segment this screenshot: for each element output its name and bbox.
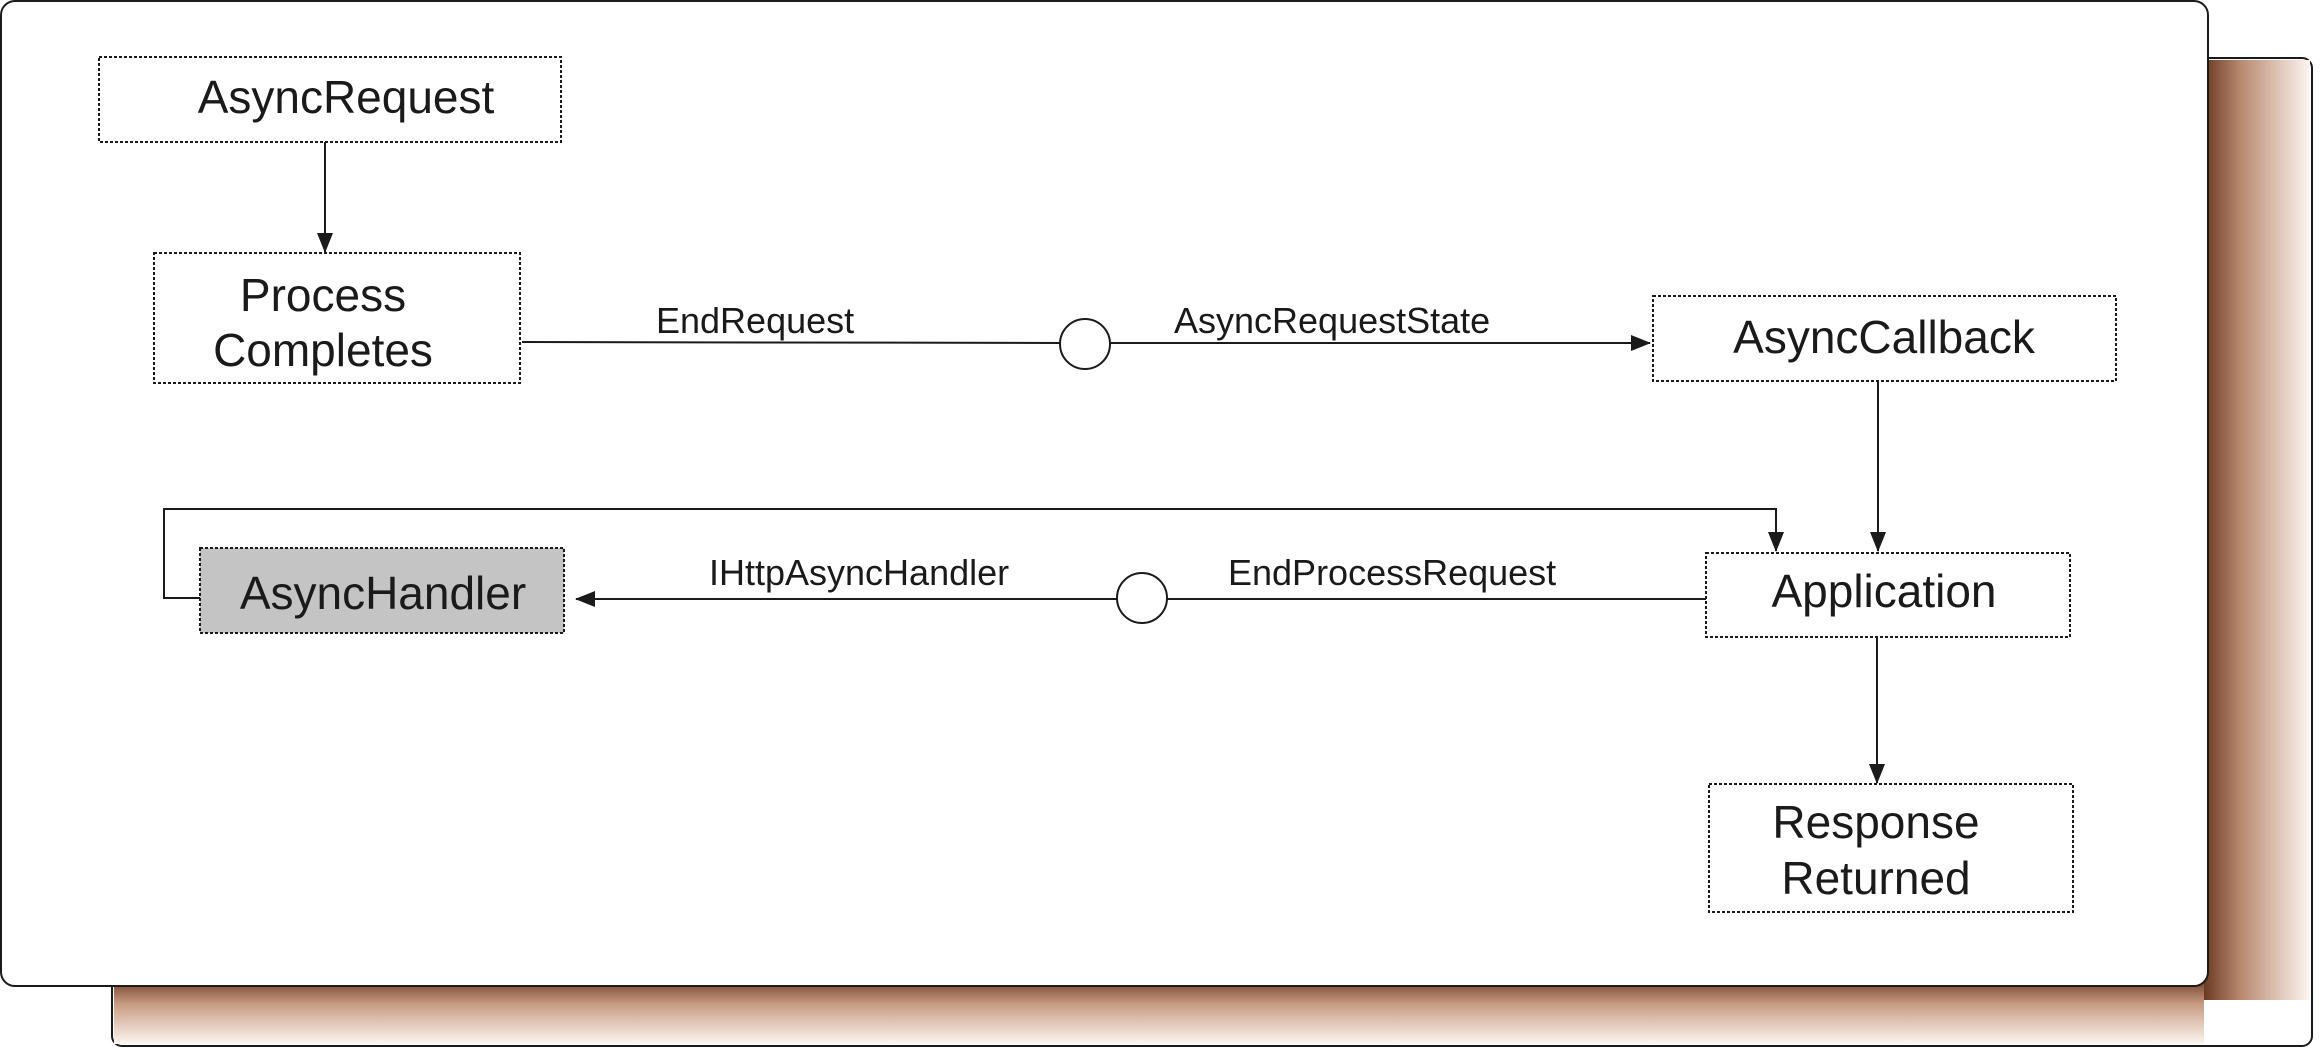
diagram-card xyxy=(0,0,2209,987)
node-asynccallback: AsyncCallback xyxy=(1652,295,2117,382)
node-asyncrequest: AsyncRequest xyxy=(98,56,562,143)
edge-label-ihttpasynchandler: IHttpAsyncHandler xyxy=(709,552,1009,593)
edge-label-endprocessrequest: EndProcessRequest xyxy=(1228,552,1556,593)
node-application-label: Application xyxy=(1771,565,1996,617)
interface-circle-ihttpasynchandler xyxy=(1116,572,1168,624)
connectors xyxy=(163,142,1886,784)
node-asyncrequest-label: AsyncRequest xyxy=(198,71,495,123)
edge-process-to-circle xyxy=(521,341,1063,344)
node-asynchandler: AsyncHandler xyxy=(199,547,565,634)
edge-handler-loop-to-application xyxy=(163,508,1784,599)
node-response-returned-line1: Response xyxy=(1772,796,1979,848)
node-process-completes-line1: Process xyxy=(240,269,406,321)
node-response-returned-line2: Returned xyxy=(1781,852,1970,904)
node-process-completes-line2: Completes xyxy=(213,324,433,376)
edge-label-asyncrequeststate: AsyncRequestState xyxy=(1174,300,1490,341)
node-asynchandler-label: AsyncHandler xyxy=(240,567,526,619)
node-process-completes: Process Completes xyxy=(153,252,521,384)
node-asynccallback-label: AsyncCallback xyxy=(1733,311,2036,363)
node-application: Application xyxy=(1705,552,2071,638)
edge-label-endrequest: EndRequest xyxy=(656,300,854,341)
interface-circle-asyncrequeststate xyxy=(1059,318,1111,370)
node-response-returned: Response Returned xyxy=(1708,783,2074,913)
